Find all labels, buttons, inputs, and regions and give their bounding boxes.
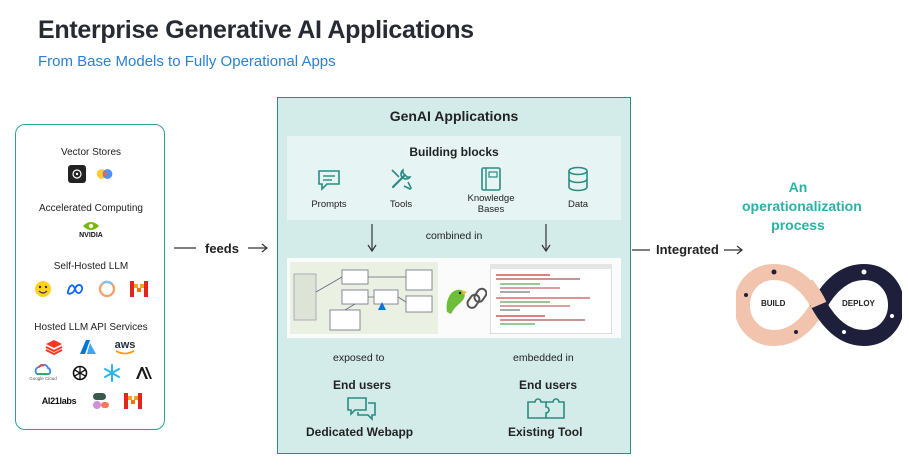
- deploy-label: DEPLOY: [842, 299, 875, 308]
- cohere-logo-icon: [92, 392, 110, 410]
- building-blocks-panel: [287, 136, 621, 220]
- meta-logo-icon: [66, 280, 84, 298]
- code-editor-thumbnail: [490, 264, 612, 334]
- cohere-ring-logo-icon: [98, 280, 116, 298]
- end-users-label-right: End users: [519, 378, 578, 392]
- chroma-logo-icon: [96, 165, 114, 183]
- group-label-vector-stores: Vector Stores: [60, 147, 122, 158]
- infinity-build-deploy-icon: [736, 263, 902, 347]
- group-label-self-hosted-llm: Self-Hosted LLM: [53, 261, 129, 272]
- database-icon: [568, 166, 588, 192]
- puzzle-icon: [527, 398, 565, 419]
- mistral-logo-2-icon: [124, 392, 142, 410]
- dedicated-webapp-label: Dedicated Webapp: [306, 425, 414, 439]
- self-hosted-logos: [16, 280, 166, 298]
- combine-arrows: [367, 224, 551, 253]
- databricks-logo-icon: [45, 338, 63, 356]
- page-title: Enterprise Generative AI Applications: [38, 16, 474, 44]
- langchain-parrot-icon: [446, 287, 487, 314]
- ai21labs-logo-icon: AI21labs: [41, 396, 77, 406]
- hosted-logos-row-3: AI21labs: [16, 392, 166, 410]
- nvidia-logo-icon: NVIDIA: [79, 220, 103, 239]
- genai-applications-title: GenAI Applications: [389, 108, 519, 124]
- combined-in-label: combined in: [425, 230, 483, 242]
- openai-logo-icon: [71, 364, 89, 382]
- building-block-tools: Tools: [389, 199, 413, 210]
- aws-logo-icon: aws: [113, 338, 137, 356]
- tools-icon: [391, 168, 412, 190]
- azure-logo-icon: [79, 338, 97, 356]
- building-blocks-title: Building blocks: [409, 145, 499, 159]
- pinecone-logo-icon: [68, 165, 86, 183]
- flow-graph-thumbnail: [290, 262, 438, 334]
- integrated-arrow: [632, 245, 743, 255]
- mistral-logo-icon: [130, 280, 148, 298]
- compute-logos: NVIDIA: [16, 220, 166, 239]
- vector-store-logos: [16, 165, 166, 183]
- chat-icon: [318, 170, 340, 191]
- book-icon: [481, 167, 501, 191]
- page-subtitle: From Base Models to Fully Operational Ap…: [38, 53, 336, 70]
- building-block-knowledge-bases: Knowledge Bases: [467, 193, 515, 215]
- hosted-logos-row-1: aws: [16, 338, 166, 356]
- existing-tool-label: Existing Tool: [508, 425, 583, 439]
- building-block-data: Data: [567, 199, 589, 210]
- building-block-prompts: Prompts: [311, 199, 347, 210]
- group-label-hosted-llm-api: Hosted LLM API Services: [34, 322, 148, 333]
- exposed-to-label: exposed to: [333, 352, 385, 364]
- build-label: BUILD: [761, 299, 786, 308]
- integrated-label: Integrated: [656, 242, 719, 257]
- snowflake-logo-icon: [103, 364, 121, 382]
- operationalization-title: An operationalization process: [742, 179, 862, 233]
- feeds-label: feeds: [205, 241, 239, 256]
- google-cloud-logo-icon: Google Cloud: [29, 364, 57, 382]
- end-users-label-left: End users: [333, 378, 392, 392]
- llm-services-panel: Vector Stores Accelerated Computing NVID…: [15, 124, 165, 430]
- feeds-arrow: [174, 243, 268, 253]
- group-label-accelerated-computing: Accelerated Computing: [39, 203, 143, 214]
- huggingface-logo-icon: [34, 280, 52, 298]
- anthropic-logo-icon: [135, 364, 153, 382]
- embedded-in-label: embedded in: [513, 352, 574, 364]
- hosted-logos-row-2: Google Cloud: [16, 364, 166, 382]
- chat-bubbles-icon: [347, 397, 376, 421]
